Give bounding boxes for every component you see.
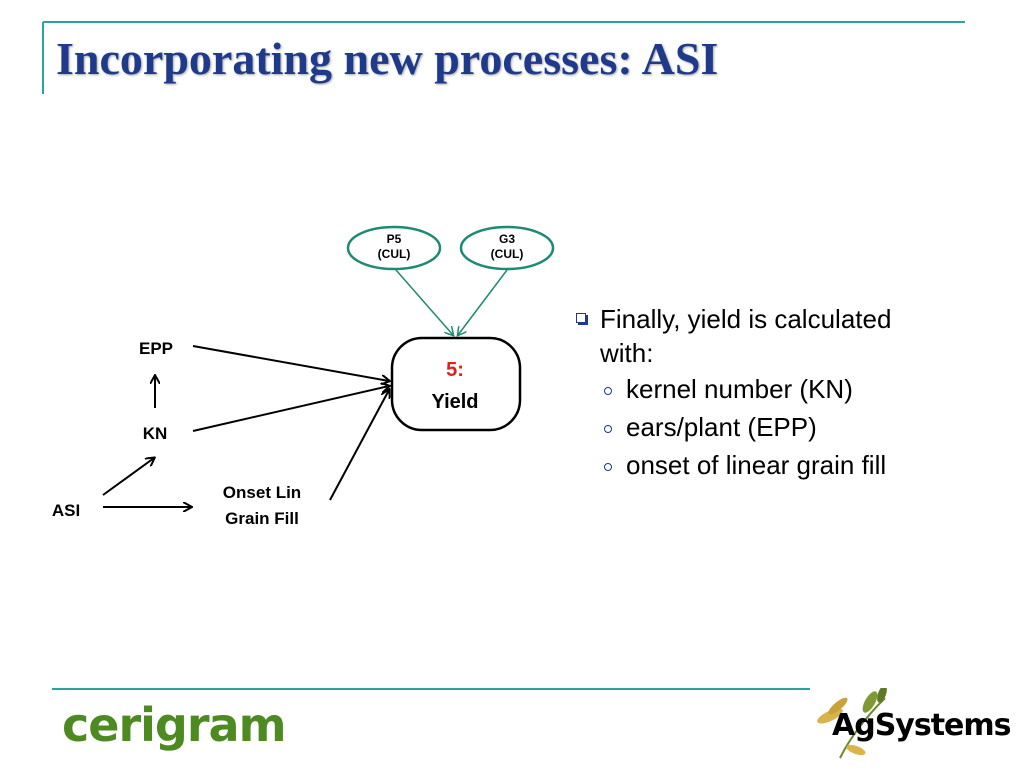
sub-bullet-item: onset of linear grain fill bbox=[574, 446, 994, 484]
p5-label: P5 bbox=[387, 232, 402, 246]
circle-bullet-icon bbox=[604, 387, 612, 395]
wheat-icon bbox=[817, 685, 887, 759]
agsystems-logo: AgSystems bbox=[810, 685, 1012, 763]
g3-cul-oval: G3 (CUL) bbox=[459, 225, 555, 271]
onset-to-yield-arrow bbox=[329, 390, 389, 501]
sub-bullet-text: ears/plant (EPP) bbox=[626, 412, 817, 442]
bullet-main: Finally, yield is calculated with: bbox=[574, 302, 994, 370]
kn-to-yield-arrow bbox=[192, 386, 389, 432]
epp-to-yield-arrow bbox=[192, 345, 389, 381]
bullet-main-line2: with: bbox=[600, 338, 654, 368]
p5-to-yield-arrow bbox=[395, 269, 453, 335]
asi-node: ASI bbox=[52, 501, 80, 520]
g3-cul-label: (CUL) bbox=[491, 247, 524, 261]
p5-cul-label: (CUL) bbox=[378, 247, 411, 261]
bullet-main-line1: Finally, yield is calculated bbox=[600, 304, 892, 334]
p5-cul-oval: P5 (CUL) bbox=[346, 225, 442, 271]
kn-node: KN bbox=[143, 424, 168, 443]
circle-bullet-icon bbox=[604, 463, 612, 471]
slide-title: Incorporating new processes: ASI bbox=[56, 33, 719, 84]
g3-to-yield-arrow bbox=[458, 269, 508, 335]
g3-label: G3 bbox=[499, 232, 515, 246]
cerigram-logo: cerigram bbox=[62, 698, 287, 752]
square-bullet-icon bbox=[576, 313, 586, 323]
asi-to-kn-arrow bbox=[102, 458, 154, 496]
yield-label: Yield bbox=[431, 391, 478, 413]
yield-number: 5: bbox=[446, 359, 464, 381]
agsystems-logo-text: AgSystems bbox=[832, 708, 1012, 743]
onset-lin-node-line1: Onset Lin bbox=[223, 483, 301, 502]
epp-node: EPP bbox=[139, 339, 173, 358]
yield-box: 5: Yield bbox=[390, 336, 522, 432]
sub-bullet-item: ears/plant (EPP) bbox=[574, 408, 994, 446]
circle-bullet-icon bbox=[604, 425, 612, 433]
onset-lin-node-line2: Grain Fill bbox=[225, 509, 299, 528]
sub-bullet-text: kernel number (KN) bbox=[626, 374, 853, 404]
bullet-list: Finally, yield is calculated with: kerne… bbox=[574, 302, 994, 484]
sub-bullet-list: kernel number (KN) ears/plant (EPP) onse… bbox=[574, 370, 994, 484]
sub-bullet-item: kernel number (KN) bbox=[574, 370, 994, 408]
sub-bullet-text: onset of linear grain fill bbox=[626, 450, 887, 480]
